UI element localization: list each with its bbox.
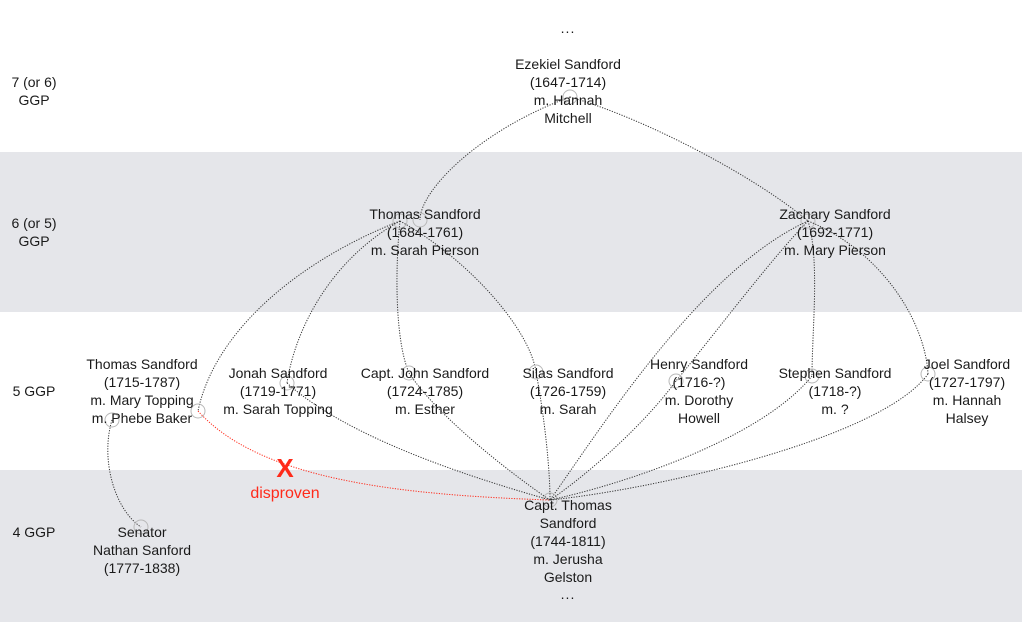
person-name: Sandford	[539, 515, 597, 531]
person-spouse: Mitchell	[544, 110, 592, 126]
person-title: Senator	[117, 524, 167, 540]
generation-label-line: GGP	[18, 233, 50, 249]
person-name: Joel Sandford	[923, 356, 1011, 372]
generation-label-line: 5 GGP	[12, 383, 56, 399]
generation-label-line: 4 GGP	[12, 524, 56, 540]
person-capt-thomas-sandford[interactable]: Capt. Thomas Sandford (1744-1811) m. Jer…	[524, 496, 612, 586]
person-henry-sandford[interactable]: Henry Sandford (1716-?) m. Dorothy Howel…	[650, 355, 748, 427]
person-dates: (1716-?)	[672, 374, 726, 390]
person-name: Capt. Thomas	[524, 497, 612, 513]
generation-label-5ggp: 5 GGP	[0, 382, 68, 400]
generation-band-7ggp	[0, 0, 1022, 152]
generation-label-4ggp: 4 GGP	[0, 523, 68, 541]
person-thomas-sandford-1684[interactable]: Thomas Sandford (1684-1761) m. Sarah Pie…	[369, 205, 480, 259]
person-name: Silas Sandford	[522, 365, 614, 381]
person-joel-sandford[interactable]: Joel Sandford (1727-1797) m. Hannah Hals…	[924, 355, 1010, 427]
person-dates: (1718-?)	[808, 383, 862, 399]
person-spouse: Halsey	[945, 410, 989, 426]
person-name: Capt. John Sandford	[360, 365, 490, 381]
person-thomas-sandford-1715[interactable]: Thomas Sandford (1715-1787) m. Mary Topp…	[86, 355, 197, 427]
person-spouse: Howell	[677, 410, 720, 426]
person-silas-sandford[interactable]: Silas Sandford (1726-1759) m. Sarah	[522, 364, 613, 418]
person-name: Ezekiel Sandford	[515, 56, 621, 72]
person-dates: (1744-1811)	[530, 533, 606, 549]
person-spouse: m. Esther	[395, 401, 455, 417]
person-stephen-sandford[interactable]: Stephen Sandford (1718-?) m. ?	[779, 364, 892, 418]
person-name: Jonah Sandford	[228, 365, 328, 381]
person-zachary-sandford[interactable]: Zachary Sandford (1692-1771) m. Mary Pie…	[779, 205, 890, 259]
person-dates: (1726-1759)	[529, 383, 607, 399]
person-capt-john-sandford[interactable]: Capt. John Sandford (1724-1785) m. Esthe…	[361, 364, 489, 418]
person-dates: (1715-1787)	[103, 374, 181, 390]
person-name: Nathan Sanford	[92, 542, 192, 558]
person-name: Thomas Sandford	[86, 356, 198, 372]
person-spouse: m. Sarah	[539, 401, 597, 417]
generation-label-6ggp: 6 (or 5) GGP	[0, 214, 68, 250]
person-spouse: m. Dorothy	[664, 392, 734, 408]
person-dates: (1719-1771)	[239, 383, 317, 399]
person-dates: (1692-1771)	[796, 224, 874, 240]
descendants-ellipsis: ...	[560, 586, 576, 602]
person-spouse: m. Hannah	[932, 392, 1002, 408]
ancestors-ellipsis: ...	[560, 20, 576, 36]
person-spouse: m. Jerusha	[533, 551, 603, 567]
person-dates: (1777-1838)	[103, 560, 181, 576]
person-name: Stephen Sandford	[778, 365, 892, 381]
person-jonah-sandford[interactable]: Jonah Sandford (1719-1771) m. Sarah Topp…	[223, 364, 332, 418]
person-spouse: m. Mary Topping	[90, 392, 194, 408]
person-spouse: m. Phebe Baker	[91, 410, 193, 426]
generation-label-line: GGP	[18, 92, 50, 108]
person-spouse: m. Sarah Pierson	[370, 242, 480, 258]
person-spouse: m. ?	[821, 401, 849, 417]
person-spouse: m. Mary Pierson	[784, 242, 886, 258]
generation-label-line: 6 (or 5)	[11, 215, 57, 231]
person-spouse: m. Hannah	[533, 92, 603, 108]
person-dates: (1684-1761)	[386, 224, 464, 240]
person-dates: (1727-1797)	[928, 374, 1006, 390]
generation-label-7ggp: 7 (or 6) GGP	[0, 73, 68, 109]
person-senator-nathan-sanford[interactable]: Senator Nathan Sanford (1777-1838)	[93, 523, 191, 577]
person-spouse: m. Sarah Topping	[223, 401, 333, 417]
person-name: Zachary Sandford	[779, 206, 891, 222]
person-spouse: Gelston	[543, 569, 593, 585]
disproven-x-icon: X	[276, 453, 294, 483]
person-ezekiel-sandford[interactable]: Ezekiel Sandford (1647-1714) m. Hannah M…	[515, 55, 621, 127]
person-name: Thomas Sandford	[369, 206, 481, 222]
disproven-label: disproven	[250, 485, 320, 502]
generation-label-line: 7 (or 6)	[11, 74, 57, 90]
person-name: Henry Sandford	[649, 356, 749, 372]
person-dates: (1724-1785)	[386, 383, 464, 399]
person-dates: (1647-1714)	[529, 74, 607, 90]
